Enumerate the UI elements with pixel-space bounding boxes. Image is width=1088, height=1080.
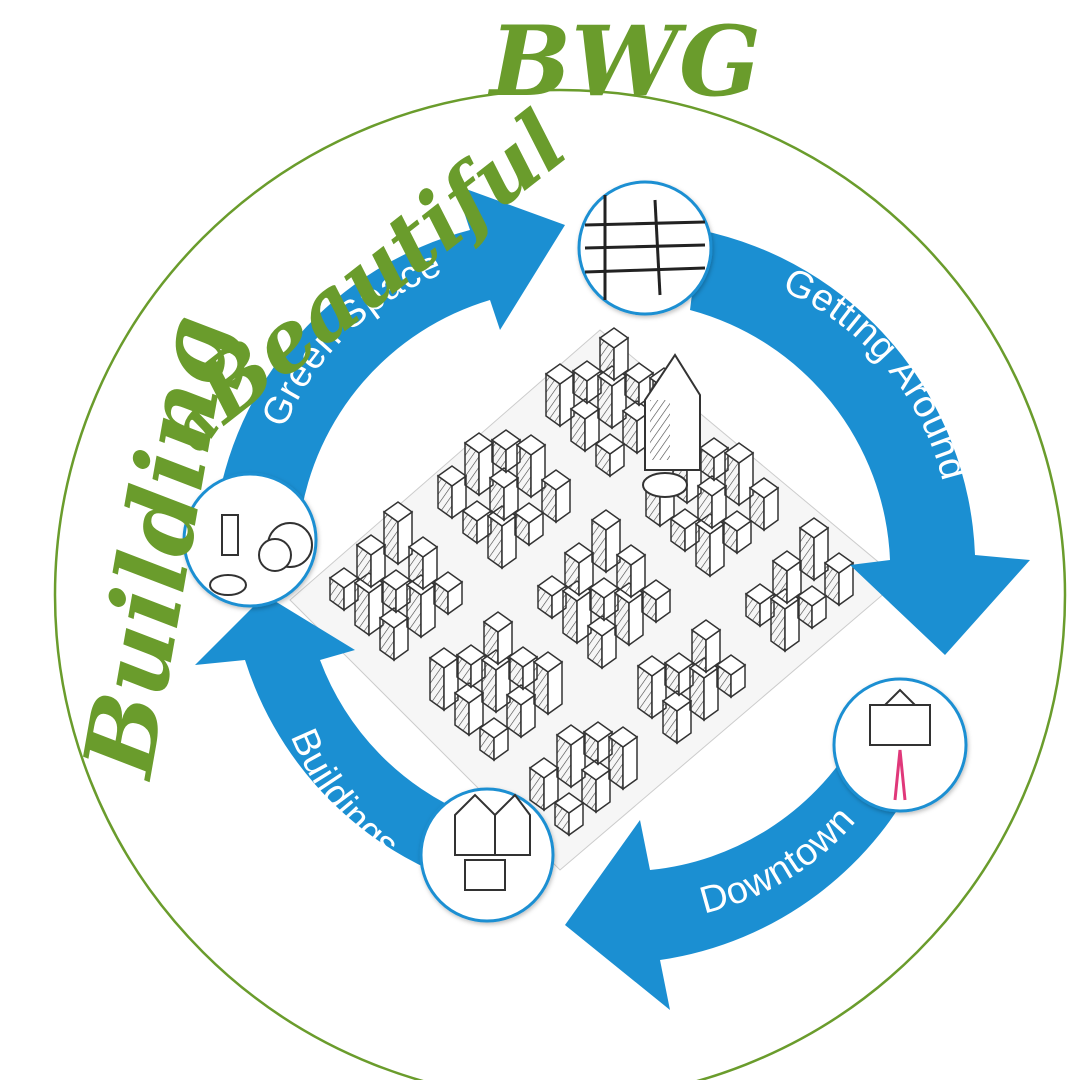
- sketch-block: [607, 726, 639, 748]
- houses-icon: [419, 787, 555, 923]
- sketch-block: [698, 437, 730, 459]
- sketch-block: [615, 544, 647, 566]
- sketch-block: [715, 654, 747, 676]
- sketch-block: [723, 442, 755, 464]
- arrow-downtown: [565, 740, 925, 1010]
- arrow-buildings: [195, 595, 470, 870]
- street-grid-icon: [577, 180, 713, 316]
- sketch-block: [798, 517, 830, 539]
- sketch-block: [482, 611, 514, 633]
- sketch-block: [407, 536, 439, 558]
- sketch-block: [540, 469, 572, 491]
- sketch-block: [623, 362, 655, 384]
- sketch-block: [432, 571, 464, 593]
- sketch-block: [823, 552, 855, 574]
- sketch-block: [507, 646, 539, 668]
- sketch-block: [598, 327, 630, 349]
- city-sketch-illustration: [289, 327, 901, 871]
- sketch-block: [382, 501, 414, 523]
- sketch-block: [515, 434, 547, 456]
- park-trees-icon: [182, 472, 318, 608]
- title-word-bwg: BWG: [487, 5, 761, 118]
- sketch-block: [532, 651, 564, 673]
- town-hall-street-icon: [832, 677, 968, 813]
- sketch-block: [490, 429, 522, 451]
- outer-ring: [53, 88, 1067, 1080]
- sketch-block: [582, 721, 614, 743]
- sketch-block: [590, 509, 622, 531]
- arrow-green-space: [215, 185, 565, 520]
- sketch-block: [640, 579, 672, 601]
- cycle-arrows: [195, 185, 1030, 1010]
- sketch-block: [690, 619, 722, 641]
- arrow-getting-around: [690, 230, 1030, 655]
- sketch-block: [748, 477, 780, 499]
